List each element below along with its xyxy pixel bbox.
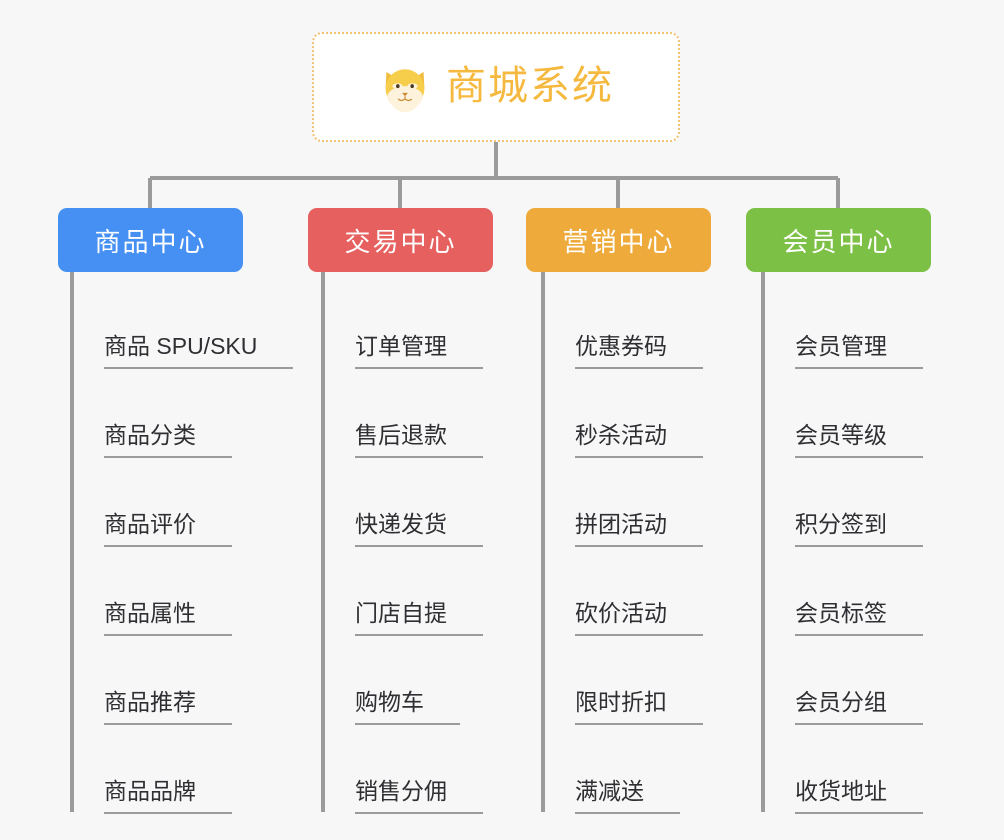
- leaf-label: 销售分佣: [355, 780, 483, 814]
- leaf-label: 快递发货: [355, 513, 483, 547]
- leaf-item[interactable]: 会员标签: [763, 547, 923, 636]
- leaf-item[interactable]: 订单管理: [323, 280, 483, 369]
- leaf-item[interactable]: 商品分类: [72, 369, 293, 458]
- leaf-item[interactable]: 商品推荐: [72, 636, 293, 725]
- leaf-item[interactable]: 会员等级: [763, 369, 923, 458]
- leaf-label: 砍价活动: [575, 602, 703, 636]
- leaf-label: 优惠券码: [575, 335, 703, 369]
- leaf-label: 会员等级: [795, 424, 923, 458]
- leaf-label: 购物车: [355, 691, 460, 725]
- leaf-item[interactable]: 门店自提: [323, 547, 483, 636]
- leaf-item[interactable]: 满减送: [543, 725, 703, 814]
- leaf-label: 商品推荐: [104, 691, 232, 725]
- leaf-item[interactable]: 商品品牌: [72, 725, 293, 814]
- leaf-column-2: 订单管理 售后退款 快递发货 门店自提 购物车 销售分佣: [323, 280, 483, 814]
- leaf-column-4: 会员管理 会员等级 积分签到 会员标签 会员分组 收货地址: [763, 280, 923, 814]
- leaf-item[interactable]: 商品 SPU/SKU: [72, 280, 294, 369]
- leaf-item[interactable]: 限时折扣: [543, 636, 703, 725]
- leaf-label: 会员分组: [795, 691, 923, 725]
- leaf-label: 满减送: [575, 780, 680, 814]
- leaf-item[interactable]: 积分签到: [763, 458, 923, 547]
- category-box-4[interactable]: 会员中心: [746, 208, 931, 272]
- leaf-column-3: 优惠券码 秒杀活动 拼团活动 砍价活动 限时折扣 满减送: [543, 280, 703, 814]
- category-label: 商品中心: [94, 226, 207, 257]
- leaf-label: 商品分类: [104, 424, 232, 458]
- leaf-item[interactable]: 快递发货: [323, 458, 483, 547]
- leaf-label: 商品属性: [104, 602, 232, 636]
- leaf-label: 会员管理: [795, 335, 923, 369]
- leaf-item[interactable]: 会员管理: [763, 280, 923, 369]
- category-label: 交易中心: [344, 226, 457, 257]
- leaf-label: 会员标签: [795, 602, 923, 636]
- leaf-label: 售后退款: [355, 424, 483, 458]
- leaf-item[interactable]: 拼团活动: [543, 458, 703, 547]
- leaf-label: 秒杀活动: [575, 424, 703, 458]
- root-title: 商城系统: [446, 64, 614, 108]
- leaf-label: 收货地址: [795, 780, 923, 814]
- leaf-label: 拼团活动: [575, 513, 703, 547]
- category-box-2[interactable]: 交易中心: [308, 208, 493, 272]
- category-label: 营销中心: [562, 226, 675, 257]
- leaf-item[interactable]: 砍价活动: [543, 547, 703, 636]
- leaf-item[interactable]: 售后退款: [323, 369, 483, 458]
- leaf-column-1: 商品 SPU/SKU 商品分类 商品评价 商品属性 商品推荐 商品品牌: [72, 280, 294, 814]
- leaf-label: 限时折扣: [575, 691, 703, 725]
- leaf-item[interactable]: 商品评价: [72, 458, 293, 547]
- leaf-item[interactable]: 商品属性: [72, 547, 293, 636]
- root-node[interactable]: 商城系统: [312, 32, 680, 142]
- leaf-label: 商品评价: [104, 513, 232, 547]
- leaf-label: 门店自提: [355, 602, 483, 636]
- leaf-item[interactable]: 销售分佣: [323, 725, 483, 814]
- leaf-item[interactable]: 优惠券码: [543, 280, 703, 369]
- leaf-item[interactable]: 购物车: [323, 636, 483, 725]
- leaf-item[interactable]: 收货地址: [763, 725, 923, 814]
- leaf-item[interactable]: 秒杀活动: [543, 369, 703, 458]
- leaf-label: 商品品牌: [104, 780, 232, 814]
- leaf-label: 商品 SPU/SKU: [104, 335, 294, 369]
- shiba-dog-face-icon: [378, 60, 432, 114]
- leaf-item[interactable]: 会员分组: [763, 636, 923, 725]
- category-box-1[interactable]: 商品中心: [58, 208, 243, 272]
- category-box-3[interactable]: 营销中心: [526, 208, 711, 272]
- leaf-label: 积分签到: [795, 513, 923, 547]
- category-label: 会员中心: [782, 226, 895, 257]
- leaf-label: 订单管理: [355, 335, 483, 369]
